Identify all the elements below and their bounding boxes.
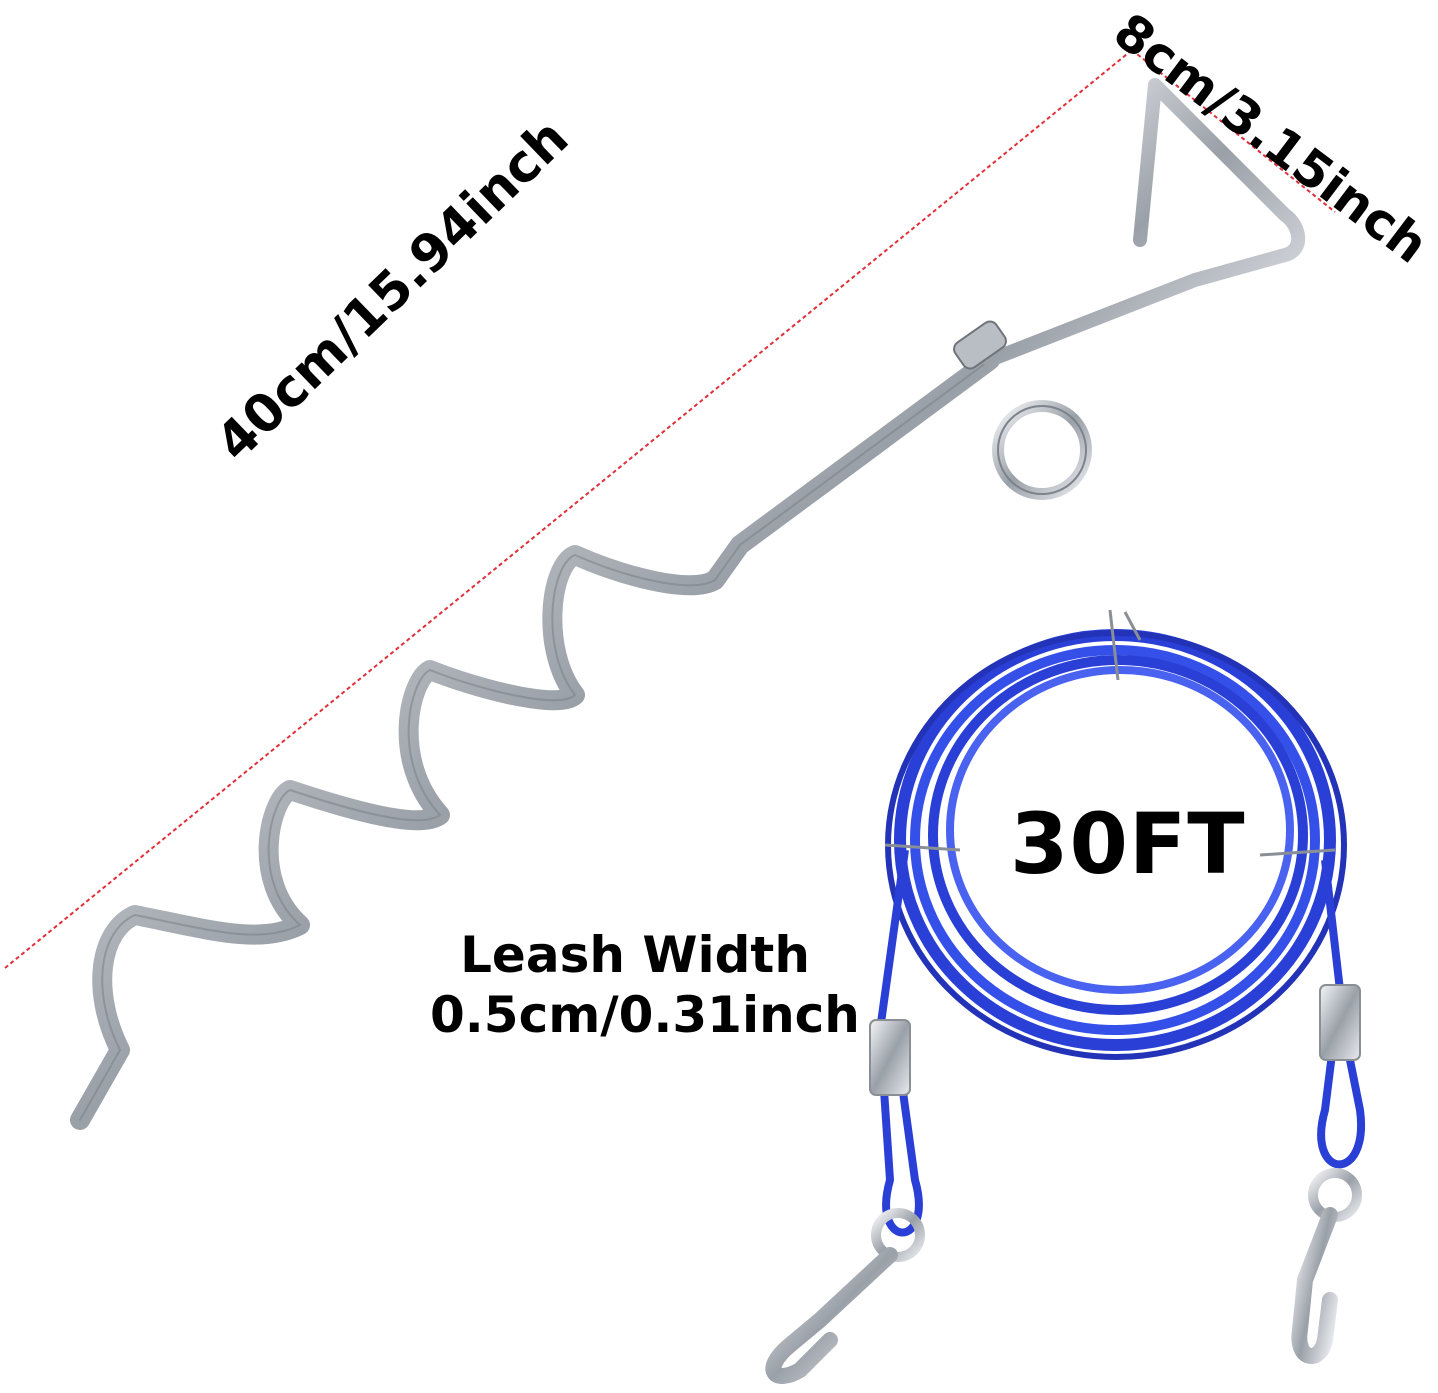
swivel-ring [953, 320, 1092, 500]
leash-end-right [1291, 859, 1366, 1364]
leash-end-left [765, 849, 925, 1384]
blue-cable-coil [885, 629, 1347, 1060]
spiral-stake [70, 350, 1000, 1130]
stake-dimension-line [4, 49, 1133, 969]
stake-handle [983, 78, 1306, 367]
wire-ties [884, 609, 1336, 857]
leash-width-block: Leash Width 0.5cm/0.31inch [430, 925, 860, 1045]
cable-length-label: 30FT [1010, 795, 1246, 893]
leash-width-value: 0.5cm/0.31inch [430, 986, 860, 1044]
leash-width-title: Leash Width [460, 926, 810, 984]
handle-dimension-line [1131, 49, 1336, 213]
